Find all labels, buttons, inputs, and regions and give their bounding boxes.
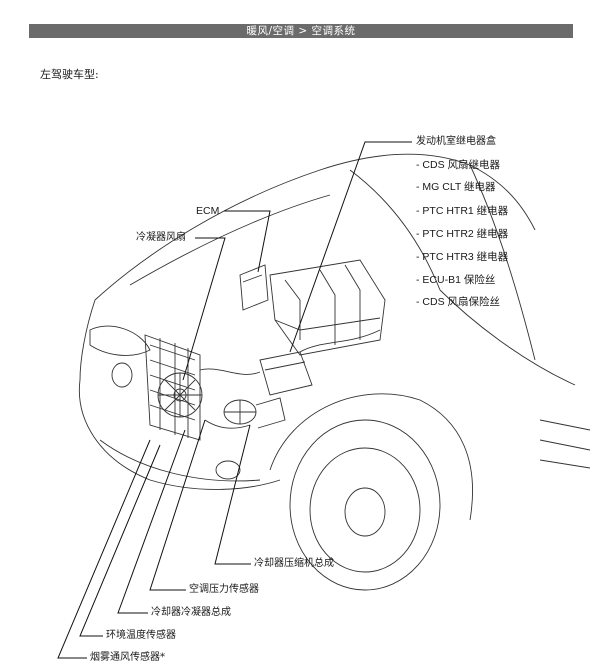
- label-relay-item: - CDS 风扇继电器: [416, 159, 500, 171]
- label-relay-item: - ECU-B1 保险丝: [416, 274, 496, 286]
- label-smog-sensor: 烟雾通风传感器*: [90, 652, 165, 663]
- label-pressure-sensor: 空调压力传感器: [189, 584, 259, 595]
- label-condenser-fan: 冷凝器风扇: [136, 232, 186, 243]
- label-condenser: 冷却器冷凝器总成: [151, 607, 231, 618]
- label-relay-item: - MG CLT 继电器: [416, 181, 496, 193]
- label-relay-item: - PTC HTR2 继电器: [416, 228, 509, 240]
- label-engine-relay-box: 发动机室继电器盒: [416, 136, 496, 147]
- label-ambient-sensor: 环境温度传感器: [106, 630, 176, 641]
- label-relay-item: - CDS 风扇保险丝: [416, 296, 500, 308]
- label-compressor: 冷却器压缩机总成: [254, 558, 334, 569]
- label-relay-item: - PTC HTR3 继电器: [416, 251, 509, 263]
- label-ecm: ECM: [196, 205, 220, 217]
- label-relay-item: - PTC HTR1 继电器: [416, 205, 509, 217]
- breadcrumb: 暖风/空调 > 空调系统: [246, 25, 356, 37]
- breadcrumb-bar: 暖风/空调 > 空调系统: [29, 24, 573, 38]
- vehicle-type-note: 左驾驶车型:: [40, 68, 99, 81]
